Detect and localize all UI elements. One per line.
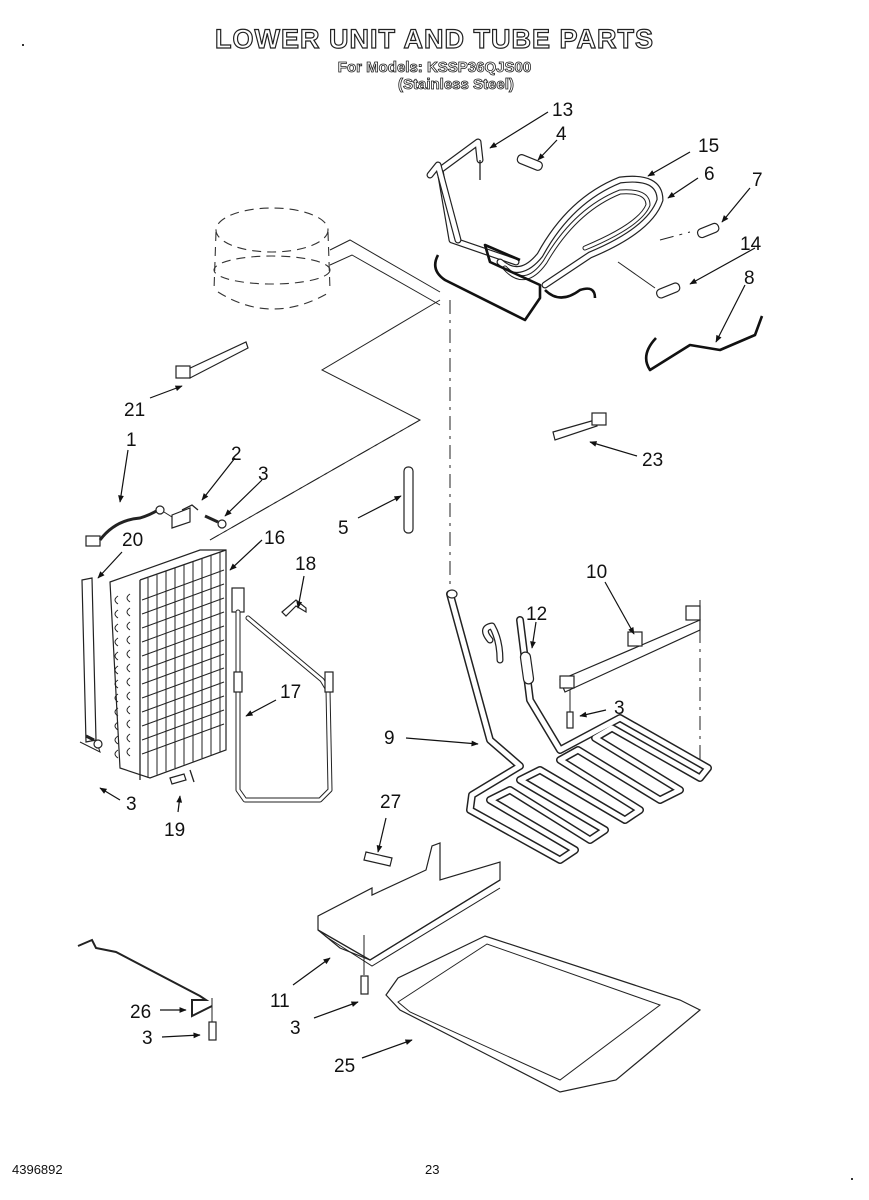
condenser-fin-row (141, 625, 225, 657)
condenser-coil-bend (114, 747, 131, 759)
callout-7[interactable]: 7 (752, 170, 763, 191)
condenser-coil-bend (114, 733, 131, 745)
drain-pan-25 (385, 935, 702, 1093)
condenser-coil-bend (114, 593, 131, 605)
condenser-fin-row (141, 709, 225, 741)
connector-sleeve-7 (659, 222, 720, 241)
callout-2[interactable]: 2 (231, 444, 242, 465)
bracket-2 (171, 504, 199, 529)
callout-14[interactable]: 14 (740, 234, 762, 255)
callout-16[interactable]: 16 (264, 528, 285, 549)
drain-heater-tube-9 (446, 589, 712, 864)
callout-3d[interactable]: 3 (290, 1018, 301, 1039)
condenser-coil-bend (114, 719, 131, 731)
callout-19[interactable]: 19 (164, 820, 185, 841)
condenser-fin-row (141, 681, 225, 713)
condenser-coil-bend (114, 649, 131, 661)
connector-sleeve-14 (617, 261, 681, 299)
page-title: LOWER UNIT AND TUBE PARTS (214, 23, 654, 54)
condenser-coil-bend (114, 663, 131, 675)
condenser-coil-bend (114, 691, 131, 703)
clip-19 (169, 769, 195, 785)
condenser-fin-row (141, 569, 225, 601)
tube-bracket-10 (559, 605, 701, 693)
condenser-coil-bend (114, 705, 131, 717)
screw-3a (204, 514, 227, 529)
condenser-fin-row (141, 611, 225, 643)
wire-8 (644, 315, 764, 372)
condenser-fin-row (141, 597, 225, 629)
callout-labels: 13 4 15 6 7 14 8 21 1 2 3 20 16 18 5 23 … (122, 100, 763, 1077)
condenser-16 (109, 549, 227, 780)
tie-wrap-23 (552, 412, 607, 441)
pan-bracket-11 (317, 842, 501, 967)
scan-speck (22, 44, 24, 46)
screw-3e (208, 998, 217, 1041)
connector-sleeve-12 (519, 651, 535, 685)
callout-3e[interactable]: 3 (142, 1028, 153, 1049)
callout-8[interactable]: 8 (744, 268, 755, 289)
finish-line: (Stainless Steel) (398, 76, 515, 94)
callout-9[interactable]: 9 (384, 728, 395, 749)
callout-3c[interactable]: 3 (614, 698, 625, 719)
callout-25[interactable]: 25 (334, 1056, 355, 1077)
screw-3c (566, 711, 574, 729)
models-line: For Models: KSSP36QJS00 (337, 59, 532, 77)
condenser-fin-row (141, 653, 225, 685)
callout-3a[interactable]: 3 (258, 464, 269, 485)
capillary-tube-17 (231, 587, 334, 803)
callout-6[interactable]: 6 (704, 164, 715, 185)
callout-17[interactable]: 17 (280, 682, 301, 703)
scan-speck (851, 1178, 853, 1180)
leader-arrows (97, 111, 756, 1059)
side-plate-20 (79, 577, 101, 753)
callout-12[interactable]: 12 (526, 604, 547, 625)
clip-18 (281, 599, 307, 617)
callout-21[interactable]: 21 (124, 400, 145, 421)
condenser-fins (114, 551, 225, 778)
connector-sleeve-4 (516, 154, 543, 171)
document-number: 4396892 (12, 1162, 63, 1177)
wire-harness-main (433, 243, 597, 322)
condenser-fin-row (141, 583, 225, 615)
callout-11[interactable]: 11 (270, 991, 290, 1012)
condenser-coil-bend (114, 621, 131, 633)
condenser-coil-bend (114, 677, 131, 689)
condenser-coil-bend (114, 607, 131, 619)
page-number: 23 (425, 1162, 440, 1177)
clip-27 (363, 851, 393, 867)
callout-15[interactable]: 15 (698, 136, 719, 157)
callout-20[interactable]: 20 (122, 530, 143, 551)
callout-18[interactable]: 18 (295, 554, 316, 575)
screw-3d (360, 935, 369, 995)
tube-sleeve-5 (403, 466, 414, 534)
condenser-coil-bend (114, 635, 131, 647)
callout-13[interactable]: 13 (552, 100, 573, 121)
callout-4[interactable]: 4 (556, 124, 567, 145)
condenser-fin-row (141, 695, 225, 727)
condenser-tube-loop-15 (496, 175, 664, 289)
callout-27[interactable]: 27 (380, 792, 401, 813)
callout-23[interactable]: 23 (642, 450, 663, 471)
compressor-outline (213, 207, 441, 310)
callout-5[interactable]: 5 (338, 518, 349, 539)
callout-10[interactable]: 10 (586, 562, 607, 583)
tie-wrap-21 (175, 341, 249, 379)
discharge-tube-13 (426, 138, 520, 266)
callout-26[interactable]: 26 (130, 1002, 151, 1023)
condenser-fin-row (141, 667, 225, 699)
condenser-fin-row (141, 723, 225, 755)
screw-3b (85, 734, 103, 749)
rod-26 (77, 938, 213, 1018)
condenser-fin-row (141, 639, 225, 671)
callout-1[interactable]: 1 (126, 430, 137, 451)
callout-3b[interactable]: 3 (126, 794, 137, 815)
